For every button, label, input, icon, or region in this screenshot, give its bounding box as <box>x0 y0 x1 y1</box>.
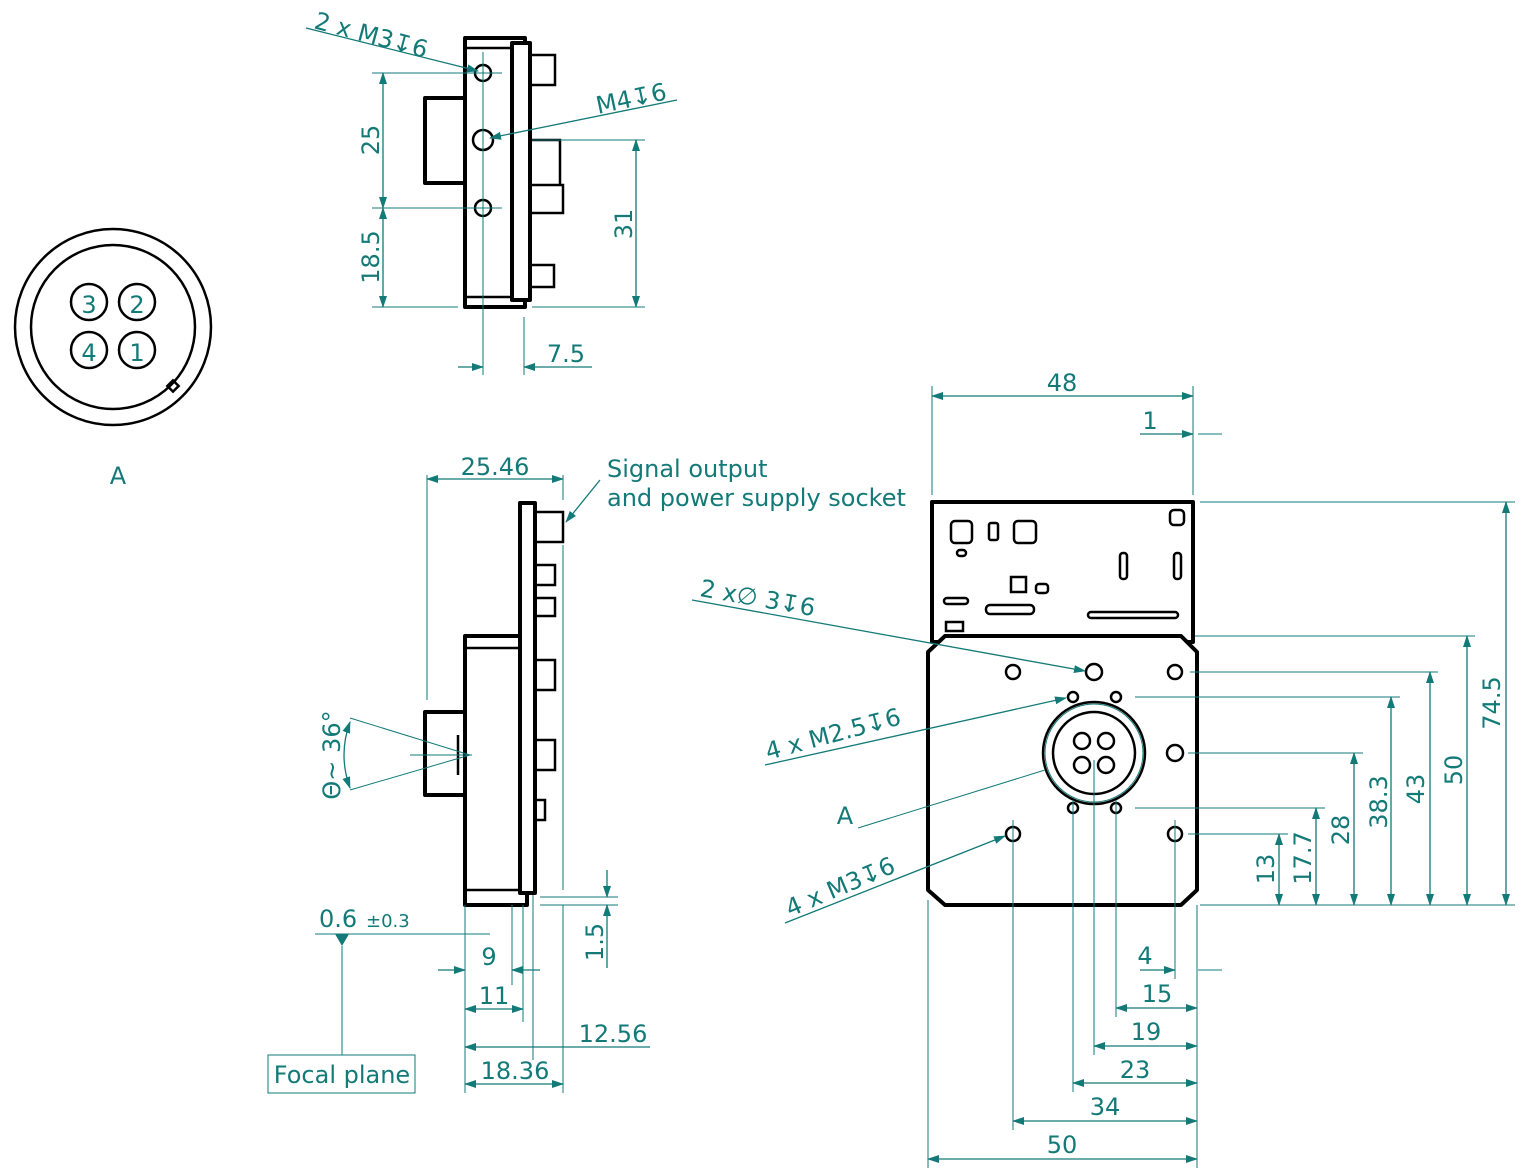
socket-and-components <box>456 510 565 822</box>
callout-2x-m3: 2 x M3↧6 <box>311 7 430 64</box>
top-side-view: 25 18.5 31 7.5 2 x M3↧6 M4↧6 <box>305 7 678 375</box>
dimension-0-6: 0.6 <box>319 905 357 933</box>
callout-4x-m2-5: 4 x M2.5↧6 <box>762 703 903 766</box>
dimension-15: 15 <box>1142 980 1173 1008</box>
leader-m4 <box>489 99 678 140</box>
dimension-25-46: 25.46 <box>461 453 530 481</box>
view-a-reference: A <box>837 802 854 830</box>
focal-plane-label: Focal plane <box>274 1061 410 1089</box>
dimension-31: 31 <box>610 209 638 240</box>
dimension-18-5: 18.5 <box>357 230 385 283</box>
pcb-components <box>530 53 565 289</box>
field-of-view-angle: Θ~ 36° <box>318 710 346 799</box>
dimension-4: 4 <box>1137 942 1152 970</box>
pin-label: 4 <box>81 339 96 367</box>
connector-key <box>165 378 181 394</box>
dimension-48: 48 <box>1047 369 1078 397</box>
housing <box>463 634 529 907</box>
dimension-23: 23 <box>1120 1056 1151 1084</box>
dimension-43: 43 <box>1402 774 1430 805</box>
view-a-label: A <box>110 462 127 490</box>
dimension-34: 34 <box>1090 1093 1121 1121</box>
front-plate <box>926 634 1199 907</box>
dimension-7-5: 7.5 <box>547 340 585 368</box>
leader-m2-5 <box>764 696 1067 766</box>
dimension-17-7: 17.7 <box>1289 831 1317 884</box>
dimension-50-horizontal: 50 <box>1047 1131 1078 1159</box>
pin-label: 1 <box>129 339 144 367</box>
connector-inner-ring <box>29 243 197 411</box>
callout-4x-m3: 4 x M3↧6 <box>781 851 899 922</box>
leader-m3 <box>305 27 479 73</box>
focal-plane-marker-icon <box>335 934 349 946</box>
pin-label: 3 <box>81 291 96 319</box>
pcb-components <box>942 508 1186 633</box>
dimension-1: 1 <box>1142 407 1157 435</box>
dimension-9: 9 <box>481 943 496 971</box>
pin-3: 3 <box>69 282 109 322</box>
socket-label: Signal output <box>607 455 768 483</box>
dimension-11: 11 <box>479 982 510 1010</box>
bottom-side-view: 25.46 Signal output and power supply soc… <box>267 453 906 1094</box>
callout-2x-d3: 2 x∅ 3↧6 <box>698 574 817 622</box>
leader-socket <box>565 479 601 523</box>
focal-plane-box <box>267 1054 416 1094</box>
leader-2x-d3 <box>691 599 1086 673</box>
tolerance: ±0.3 <box>366 911 410 932</box>
pcb <box>510 41 532 302</box>
lens-mount <box>423 96 469 185</box>
dimension-25: 25 <box>357 125 385 156</box>
dimension-28: 28 <box>1327 815 1355 846</box>
lens-mount <box>423 710 469 797</box>
dimension-13: 13 <box>1252 854 1280 885</box>
leader-m3 <box>784 835 1006 924</box>
socket-label: and power supply socket <box>607 484 906 512</box>
dimension-18-36: 18.36 <box>481 1057 550 1085</box>
dimension-1-5: 1.5 <box>581 923 609 961</box>
pin-1: 1 <box>117 330 157 370</box>
callout-m4: M4↧6 <box>593 78 669 120</box>
dimension-12-56: 12.56 <box>579 1020 648 1048</box>
dimension-19: 19 <box>1131 1018 1162 1046</box>
pin-4: 4 <box>69 330 109 370</box>
pin-2: 2 <box>117 282 157 322</box>
dimension-74-5: 74.5 <box>1478 676 1506 729</box>
angle-arc <box>342 721 351 789</box>
leader-a <box>857 769 1046 829</box>
pcb <box>518 501 537 895</box>
connector-outer-ring <box>13 227 213 427</box>
dimension-38-3: 38.3 <box>1365 775 1393 828</box>
connector-view-a: 3 2 4 1 A <box>13 227 213 490</box>
dimension-50-vertical: 50 <box>1440 755 1468 786</box>
pin-label: 2 <box>129 291 144 319</box>
